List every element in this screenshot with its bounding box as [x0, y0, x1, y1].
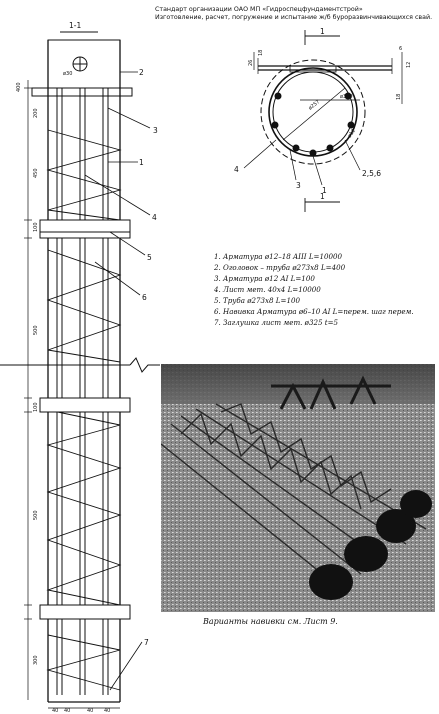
- dim-500b: 500: [33, 510, 39, 520]
- document-header: Стандарт организации ОАО МП «Гидроспецфу…: [155, 6, 435, 23]
- dim-18b: 18: [396, 94, 402, 100]
- section-label: 1-1: [69, 21, 81, 30]
- pile-side-view: 1-1: [0, 21, 160, 709]
- legend-item: 1. Арматура ø12–18 AIII L=10000: [214, 252, 343, 261]
- reinforcement-cages-photo: [161, 364, 435, 612]
- dim-400: 400: [16, 82, 22, 92]
- dim-40b: 40: [64, 708, 70, 714]
- callout-3: 3: [153, 126, 158, 135]
- header-line-2: Изготовление, расчет, погружение и испыт…: [155, 14, 433, 22]
- callout-6: 6: [142, 293, 147, 302]
- dim-o309: ø309: [340, 94, 353, 100]
- cs-callout-4: 4: [234, 165, 239, 174]
- dim-100: 100: [33, 222, 39, 232]
- side-view-callouts: 2 3 1 4 5 6 7: [139, 68, 158, 647]
- legend-item: 5. Труба ø273x8 L=100: [214, 296, 300, 305]
- cs-callout-2-5-6: 2,5,6: [362, 169, 381, 178]
- dim-40c: 40: [87, 708, 93, 714]
- cut-label-bottom: 1: [320, 192, 325, 201]
- cs-callout-1: 1: [322, 186, 327, 195]
- dim-o30: ø30: [63, 71, 72, 77]
- callout-4: 4: [152, 213, 157, 222]
- cs-callout-3: 3: [296, 181, 301, 190]
- legend-item: 2. Оголовок – труба ø273x8 L=400: [214, 263, 346, 272]
- callout-7: 7: [144, 638, 149, 647]
- dim-40d: 40: [104, 708, 110, 714]
- dim-40a: 40: [52, 708, 58, 714]
- dim-300: 300: [33, 655, 39, 665]
- dim-200: 200: [33, 108, 39, 118]
- cross-section-view: [243, 30, 403, 212]
- parts-legend: 1. Арматура ø12–18 AIII L=10000 2. Оголо…: [214, 251, 436, 328]
- cross-section-labels: 1 1 26 18 6 12 18 ø257 ø309 ø12 4 3 1 2,…: [234, 27, 412, 201]
- dim-6: 6: [399, 46, 402, 52]
- legend-item: 7. Заглушка лист мет. ø325 t=5: [214, 318, 339, 327]
- legend-item: 6. Навивка Арматура ø6–10 AI L=перем. ша…: [214, 307, 414, 316]
- dim-o12: ø12: [347, 128, 357, 139]
- side-view-dimensions: 400 200 450 100 500 100 500 300 40 40 40…: [16, 71, 110, 714]
- dim-12: 12: [406, 62, 412, 68]
- cut-label-top: 1: [320, 27, 325, 36]
- dim-500: 500: [33, 325, 39, 335]
- dim-100b: 100: [33, 402, 39, 412]
- dim-18: 18: [258, 50, 264, 56]
- dim-450: 450: [33, 168, 39, 178]
- legend-item: 4. Лист мет. 40x4 L=10000: [214, 285, 321, 294]
- callout-1: 1: [139, 158, 144, 167]
- header-line-1: Стандарт организации ОАО МП «Гидроспецфу…: [155, 6, 363, 13]
- legend-item: 3. Арматура ø12 AI L=100: [214, 274, 315, 283]
- callout-5: 5: [147, 253, 152, 262]
- photo-caption: Варианты навивки см. Лист 9.: [203, 617, 338, 626]
- callout-2: 2: [139, 68, 144, 77]
- dim-26: 26: [248, 60, 254, 66]
